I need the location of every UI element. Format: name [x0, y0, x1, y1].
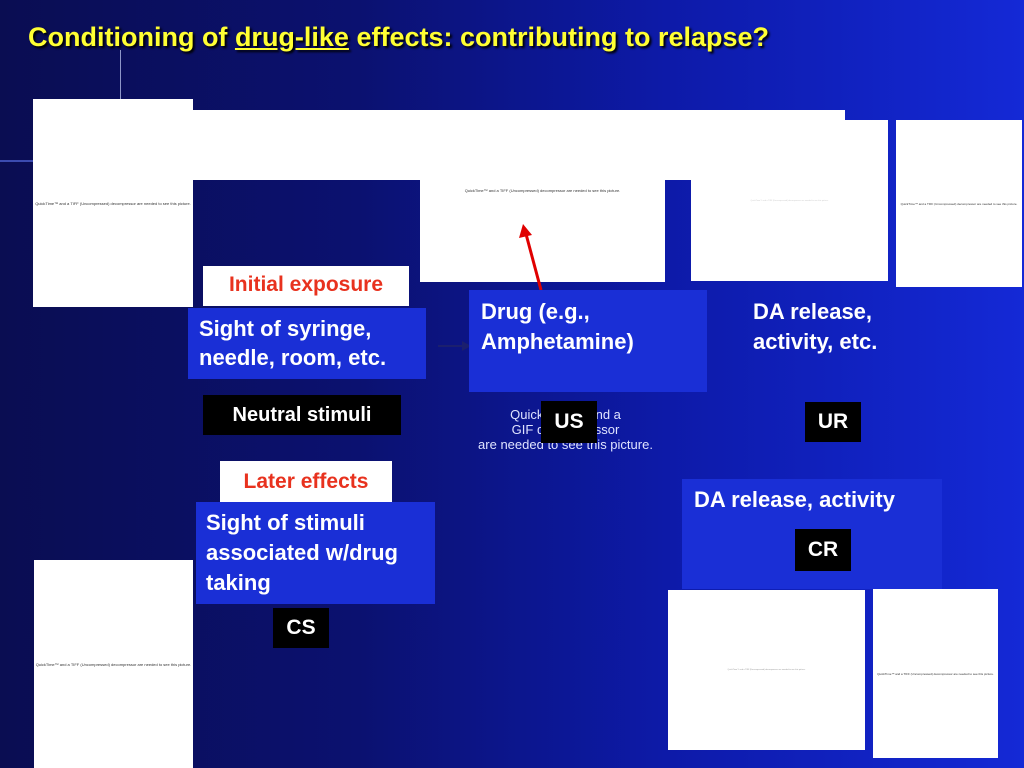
drug-box: Drug (e.g., Amphetamine) — [469, 290, 707, 392]
slide-title: Conditioning of drug-like effects: contr… — [28, 22, 769, 53]
picture-placeholder-bottom-right-1: QuickTime™ and a TIFF (Uncompressed) dec… — [668, 590, 865, 750]
decor-line — [0, 160, 40, 162]
initial-exposure-label: Initial exposure — [203, 266, 409, 306]
title-post: effects: contributing to relapse? — [348, 22, 769, 52]
picture-placeholder-bottom-right-2: QuickTime™ and a TIFF (Uncompressed) dec… — [873, 589, 998, 758]
title-pre: Conditioning of — [28, 22, 235, 52]
title-underlined: drug-like — [234, 22, 349, 52]
picture-placeholder-top-center: QuickTime™ and a TIFF (Uncompressed) dec… — [420, 170, 665, 282]
gif-placeholder-line3: are needed to see this picture. — [478, 437, 653, 452]
red-arrow-icon — [519, 224, 543, 291]
picture-placeholder-bottom-left: QuickTime™ and a TIFF (Uncompressed) dec… — [34, 560, 193, 768]
neutral-stimuli-tag: Neutral stimuli — [203, 395, 401, 435]
picture-placeholder-top-left: QuickTime™ and a TIFF (Uncompressed) dec… — [33, 99, 193, 307]
ur-tag: UR — [805, 402, 861, 442]
conditioned-stimulus-box: Sight of stimuli associated w/drug takin… — [196, 502, 435, 604]
small-arrow-icon — [438, 341, 471, 351]
us-tag: US — [541, 401, 597, 443]
cr-tag: CR — [795, 529, 851, 571]
decor-line-vertical — [120, 50, 121, 100]
unconditioned-response-box: DA release, activity, etc. — [753, 299, 878, 354]
cs-tag: CS — [273, 608, 329, 648]
picture-placeholder-top-right-1: QuickTime™ and a TIFF (Uncompressed) dec… — [691, 120, 888, 281]
picture-placeholder-top-right-2: QuickTime™ and a TIFF (Uncompressed) dec… — [896, 120, 1022, 287]
conditioned-response-text: DA release, activity — [694, 487, 895, 512]
neutral-stimulus-box: Sight of syringe, needle, room, etc. — [188, 308, 426, 379]
later-effects-label: Later effects — [220, 461, 392, 503]
